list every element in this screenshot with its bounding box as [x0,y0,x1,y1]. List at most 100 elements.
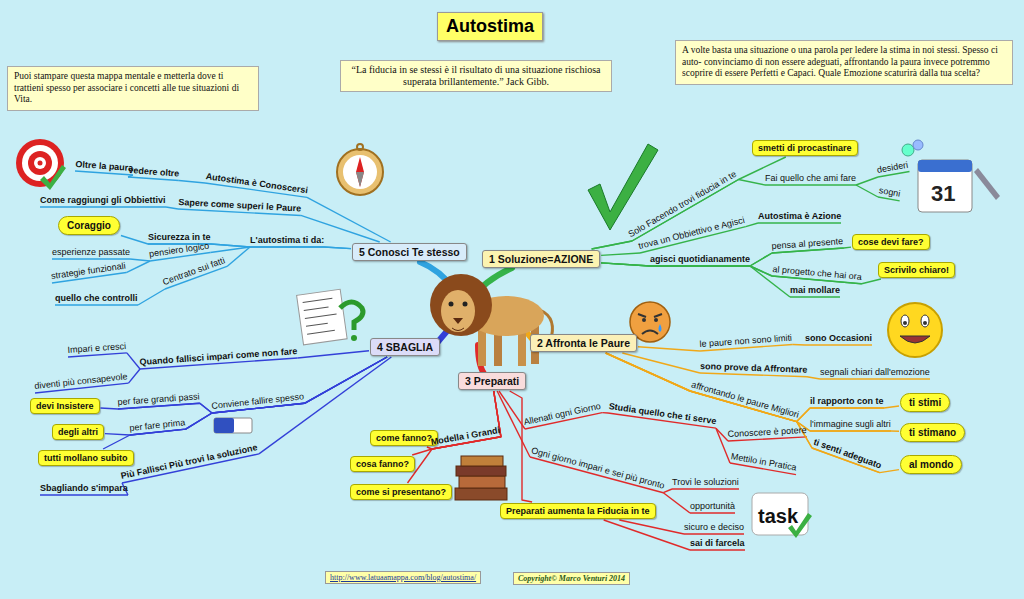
branch-connector [601,263,881,284]
branch-line [622,353,700,373]
branch-label: al progetto che hai ora [772,264,862,283]
branch-line [663,493,690,513]
node-text: come si presentano? [356,487,446,497]
branch-label: quello che controlli [55,293,138,304]
branch-label: sono prove da Affrontare [700,361,808,376]
label-underline [690,512,735,513]
node-text: http://www.latuaamappa.com/blog/autostim… [330,573,476,582]
branch-connector [427,391,501,449]
branch-label: mai mollare [790,285,840,296]
quote-box: “La fiducia in se stessi è il risultato … [340,60,612,92]
branch-label: Ogni giorno impari e sei più pronto [530,445,666,491]
highlight-box: Coraggio [58,216,120,235]
branch-node: 5 Conosci Te stesso [352,243,467,261]
branch-label: Sbagliando s'impara [40,483,128,494]
branch-line [602,412,608,414]
branch-label: Modella i Grandi [430,425,501,448]
node-text: Copyright© Marco Venturi 2014 [518,574,625,583]
branch-label: Oltre la paura [75,159,134,174]
branch-label: Studia quello che ti serve [608,401,717,427]
branch-label: Più Fallisci Più trovi la soluzione [120,442,259,482]
branch-label: Fai quello che ami fare [765,173,856,184]
paper-icon [297,289,363,345]
highlight-box: degli altri [52,424,104,440]
node-text: Preparati aumenta la Fiducia in te [506,506,650,516]
label-underline [805,344,872,345]
node-text: 4 SBAGLIA [377,341,433,353]
highlight-box: come si presentano? [350,484,452,500]
icon-text: 31 [931,182,955,206]
branch-label: Impari e cresci [67,341,126,356]
branch-label: desideri [876,160,909,176]
branch-label: sono Occasioni [805,333,872,344]
branch-label: opportunità [690,501,735,512]
branch-label: sai di farcela [690,538,745,549]
branch-label: Quando fallisci impari come non fare [139,346,297,368]
copyright-box: Copyright© Marco Venturi 2014 [513,572,630,585]
node-text: 1 Soluzione=AZIONE [489,253,593,265]
branch-node: 2 Affronta le Paure [530,334,637,352]
node-text: Coraggio [67,220,111,231]
node-text: al mondo [909,459,953,470]
node-text: “La fiducia in se stessi è il risultato … [347,64,605,88]
branch-line [739,180,765,186]
branch-line [856,185,878,197]
branch-line [126,261,150,273]
node-text: devi Insistere [36,401,94,411]
branch-label: per fare prima [129,417,186,434]
node-text: smetti di procastinare [758,143,852,153]
branch-line [227,247,250,266]
highlight-box: devi Insistere [30,398,100,414]
branch-label: Conviene fallire spesso [211,391,305,412]
compass-icon [337,144,383,195]
node-text: ti stimi [909,397,941,408]
highlight-box: ti stimi [900,393,950,412]
branch-label: vedere oltre [128,165,180,180]
branch-line [619,520,684,534]
lion [430,274,555,366]
branch-label: pensiero logico [148,241,209,260]
books-icon [455,456,507,500]
node-text: A volte basta una situazione o una parol… [682,45,1006,80]
branch-line [298,351,369,358]
calendar-icon [902,140,1000,212]
branch-label: strategie funzionali [50,261,126,282]
branch-label: Trovi le soluzioni [672,477,739,488]
branch-label: Come raggiungi gli Obbiettivi [40,195,166,206]
branch-line [716,428,728,441]
branch-label: Conoscere è potere [727,425,807,440]
branch-connector [105,357,387,435]
target-icon [16,139,66,190]
label-underline [40,494,128,495]
node-text: cose devi fare? [858,237,924,247]
label-underline [690,549,745,550]
branch-connector [510,391,532,502]
node-text: Puoi stampare questa mappa mentale e met… [14,71,252,106]
node-text: 2 Affronta le Paure [537,337,630,349]
highlight-box: cose devi fare? [852,234,930,250]
branch-line [128,369,140,383]
branch-label: Centrato sui fatti [161,255,226,288]
label-underline [684,533,744,534]
branch-label: le paure non sono limiti [699,333,792,350]
branch-connector [606,353,899,431]
node-text: degli altri [58,427,98,437]
smiley-icon [888,303,942,357]
branch-line [604,520,690,550]
branch-label: per fare grandi passi [117,391,200,408]
highlight-box: ti stimano [900,423,965,442]
branch-line [138,289,165,305]
branch-line [663,489,672,493]
task-icon [752,493,812,538]
branch-label: segnali chiari dall'emozione [820,367,930,378]
branch-line [601,253,640,255]
branch-label: Autostima è Azione [758,211,841,222]
branch-line [179,181,205,183]
highlight-box: come fanno? [370,430,438,446]
branch-line [856,177,878,185]
branch-label: il rapporto con te [810,396,884,407]
branch-label: sogni [878,185,901,200]
branch-line [130,259,150,261]
node-text: 3 Preparati [465,375,519,387]
node-text: come fanno? [376,433,432,443]
